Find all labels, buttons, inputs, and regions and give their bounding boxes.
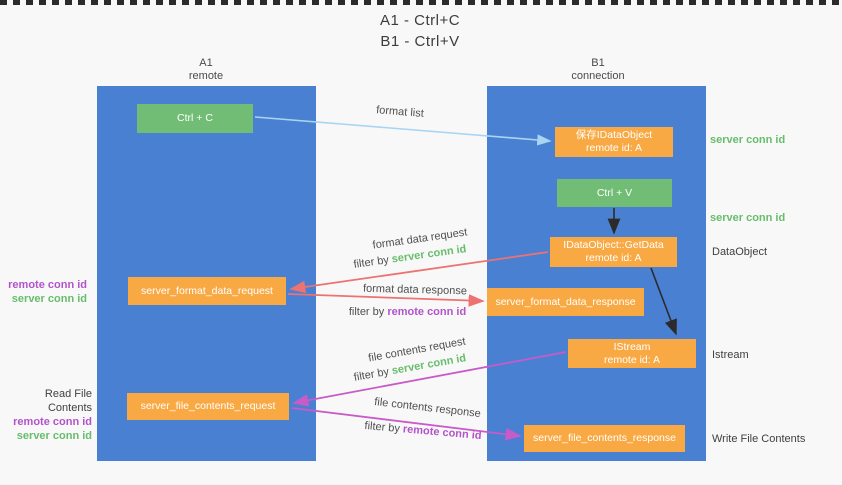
server-format-data-response-box: server_format_data_response <box>487 288 644 316</box>
format-data-response-arrow <box>287 293 485 307</box>
idataobject-getdata-box: IDataObject::GetData remote id: A <box>550 237 677 267</box>
diagram-title: A1 - Ctrl+C B1 - Ctrl+V <box>310 10 530 52</box>
save-idataobject-line1: 保存IDataObject <box>575 129 653 141</box>
read-file-contents-group: Read File Contents remote conn id server… <box>0 387 92 443</box>
server-file-contents-request-box: server_file_contents_request <box>127 393 289 420</box>
right-column-header: B1 connection <box>538 57 658 83</box>
ctrl-v-box: Ctrl + V <box>557 179 672 207</box>
server-conn-id-label: server conn id <box>710 212 786 224</box>
istream-line2: remote id: A <box>603 353 661 366</box>
file-contents-request-arrow <box>292 351 567 407</box>
file-contents-response-arrow <box>291 407 522 441</box>
save-idataobject-line2: remote id: A <box>585 142 643 154</box>
server-conn-id-label: server conn id <box>16 430 92 442</box>
dataobject-label: DataObject <box>712 246 768 258</box>
istream-box: IStream remote id: A <box>568 339 696 368</box>
server-file-contents-request-label: server_file_contents_request <box>140 400 276 412</box>
server-file-contents-response-box: server_file_contents_response <box>524 425 685 452</box>
read-file-contents-label: Read File Contents <box>44 388 92 414</box>
title-line-b1: B1 - Ctrl+V <box>380 33 460 50</box>
server-file-contents-response-label: server_file_contents_response <box>532 432 676 444</box>
right-column-name: connection <box>571 70 625 82</box>
ctrl-c-box: Ctrl + C <box>137 104 253 133</box>
idataobject-getdata-line2: remote id: A <box>585 252 642 264</box>
left-column-header: A1 remote <box>146 57 266 83</box>
getdata-to-istream-arrow <box>650 267 677 336</box>
server-format-data-request-box: server_format_data_request <box>128 277 286 305</box>
format-data-request-arrow <box>289 251 549 294</box>
istream-line1: IStream <box>613 340 651 353</box>
idataobject-getdata-line1: IDataObject::GetData <box>563 239 664 251</box>
left-column-name: remote <box>188 70 224 82</box>
right-column-id: B1 <box>591 57 605 69</box>
filter-by-text: filter by <box>348 306 388 318</box>
title-line-a1: A1 - Ctrl+C <box>379 12 461 29</box>
remote-conn-id-text: remote conn id <box>387 306 467 318</box>
copy-paste-separator-line <box>0 0 842 5</box>
save-idataobject-box: 保存IDataObject remote id: A <box>555 127 673 157</box>
remote-conn-id-label: remote conn id <box>13 416 92 428</box>
istream-side-label: Istream <box>712 349 749 361</box>
format-list-arrow <box>254 116 552 146</box>
ctrl-v-label: Ctrl + V <box>596 186 633 199</box>
write-file-contents-label: Write File Contents <box>712 433 806 445</box>
format-request-conn-ids: remote conn id server conn id <box>0 278 87 306</box>
remote-conn-id-label: remote conn id <box>8 279 87 291</box>
server-conn-id-label: server conn id <box>710 134 786 146</box>
server-conn-id-label: server conn id <box>11 293 87 305</box>
ctrl-c-label: Ctrl + C <box>177 112 213 124</box>
server-format-data-response-label: server_format_data_response <box>495 295 636 308</box>
filter-by-remote-conn-id-label: filter by remote conn id <box>330 306 485 318</box>
server-format-data-request-label: server_format_data_request <box>141 284 273 297</box>
left-column-id: A1 <box>199 57 213 69</box>
